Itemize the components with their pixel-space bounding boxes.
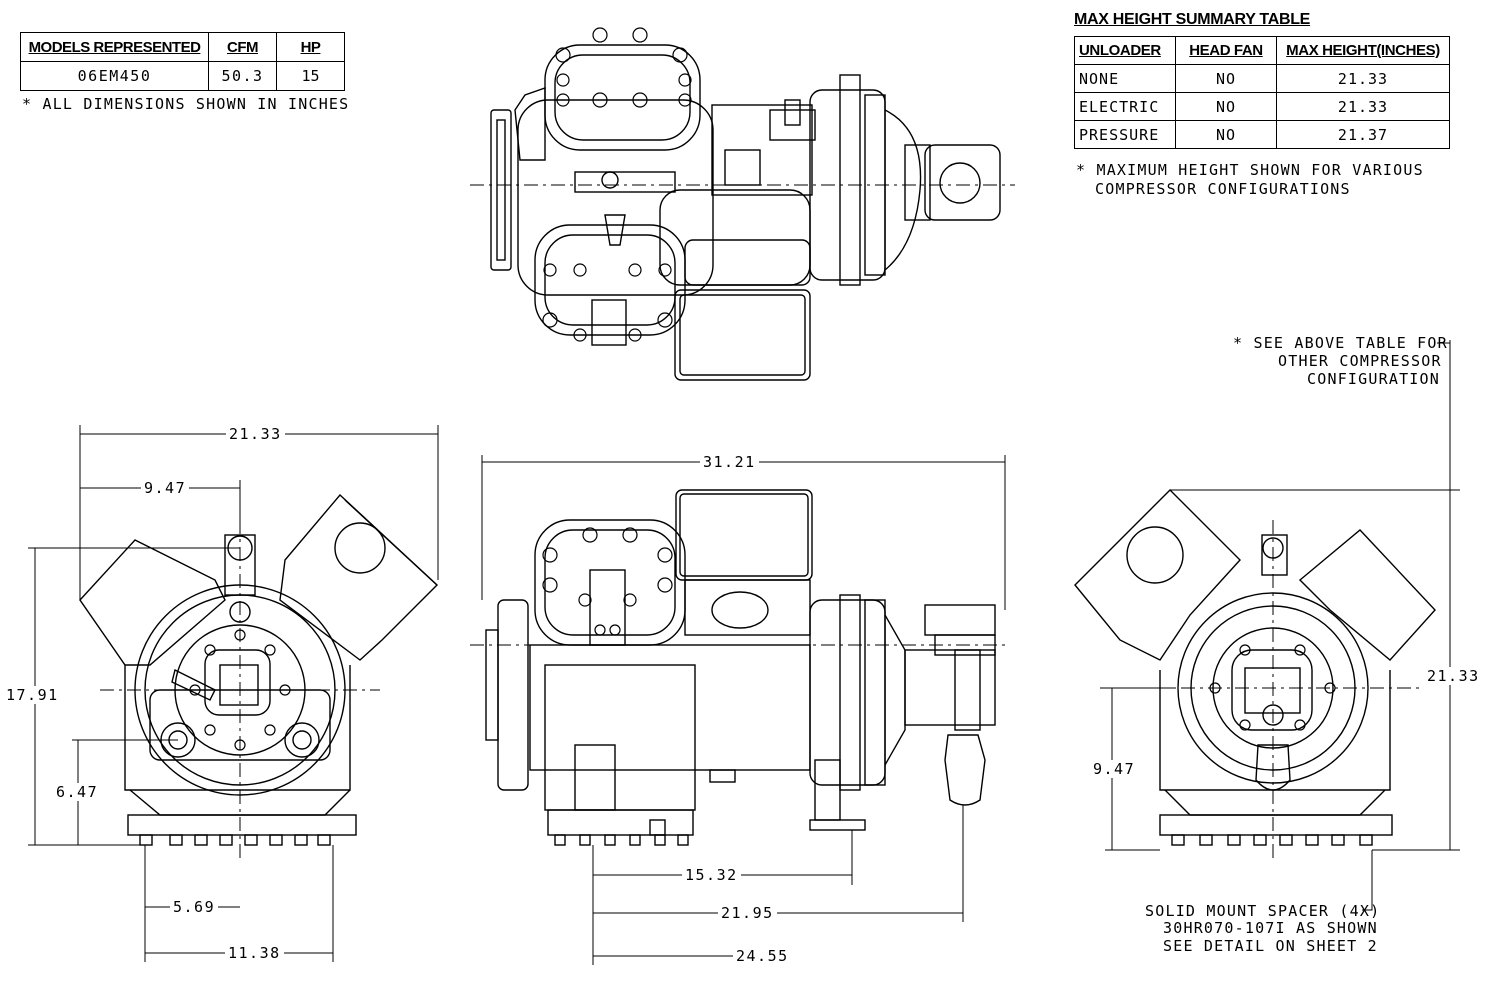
dim-left-center: 5.69 xyxy=(170,898,219,916)
dim-left-height: 17.91 xyxy=(3,686,62,704)
table-row: PRESSURE NO 21.37 xyxy=(1074,120,1450,149)
max-height-table: UNLOADER HEAD FAN MAX HEIGHT(INCHES) NON… xyxy=(1074,36,1450,149)
side-view xyxy=(470,489,1010,846)
model-cell: 06EM450 xyxy=(20,61,209,91)
dimension-lines xyxy=(28,340,1460,965)
max-height-title: MAX HEIGHT SUMMARY TABLE xyxy=(1074,11,1311,28)
table-row: NONE NO 21.33 xyxy=(1074,64,1450,93)
top-view xyxy=(470,27,1015,381)
dim-side-overall: 24.55 xyxy=(733,947,792,965)
right-end-view xyxy=(1074,489,1436,860)
dim-left-width: 21.33 xyxy=(226,425,285,443)
max-height-footnote-2: COMPRESSOR CONFIGURATIONS xyxy=(1095,180,1351,198)
max-height-header: MAX HEIGHT(INCHES) xyxy=(1276,36,1450,65)
hp-cell: 15 xyxy=(276,61,345,91)
left-end-view xyxy=(79,493,439,860)
see-table-note-3: CONFIGURATION xyxy=(1307,370,1440,388)
bolt-icon xyxy=(542,27,692,342)
mounting-feet xyxy=(139,834,331,846)
mounting-feet xyxy=(1171,834,1373,846)
spacer-note-1: SOLID MOUNT SPACER (4X) xyxy=(1145,902,1381,920)
dim-side-length: 31.21 xyxy=(700,453,759,471)
cfm-header: CFM xyxy=(208,32,277,62)
dim-left-offset: 9.47 xyxy=(141,479,190,497)
dim-left-base: 11.38 xyxy=(225,944,284,962)
dimensions-note: * ALL DIMENSIONS SHOWN IN INCHES xyxy=(22,95,350,113)
spacer-note-2: 30HR070-107I AS SHOWN xyxy=(1163,919,1378,937)
dim-left-inlet: 6.47 xyxy=(53,783,102,801)
models-header: MODELS REPRESENTED xyxy=(20,32,209,62)
dim-side-mount-2: 21.95 xyxy=(718,904,777,922)
spacer-note-3: SEE DETAIL ON SHEET 2 xyxy=(1163,937,1378,955)
models-table: MODELS REPRESENTED CFM HP 06EM450 50.3 1… xyxy=(20,32,345,91)
see-table-note-1: * SEE ABOVE TABLE FOR xyxy=(1233,334,1448,352)
dim-right-height: 21.33 xyxy=(1424,667,1483,685)
head-fan-header: HEAD FAN xyxy=(1175,36,1277,65)
dim-right-offset: 9.47 xyxy=(1090,760,1139,778)
dim-side-mount-1: 15.32 xyxy=(682,866,741,884)
table-row: ELECTRIC NO 21.33 xyxy=(1074,92,1450,121)
mounting-feet xyxy=(554,834,689,846)
see-table-note-2: OTHER COMPRESSOR xyxy=(1278,352,1442,370)
max-height-footnote-1: * MAXIMUM HEIGHT SHOWN FOR VARIOUS xyxy=(1076,161,1424,179)
